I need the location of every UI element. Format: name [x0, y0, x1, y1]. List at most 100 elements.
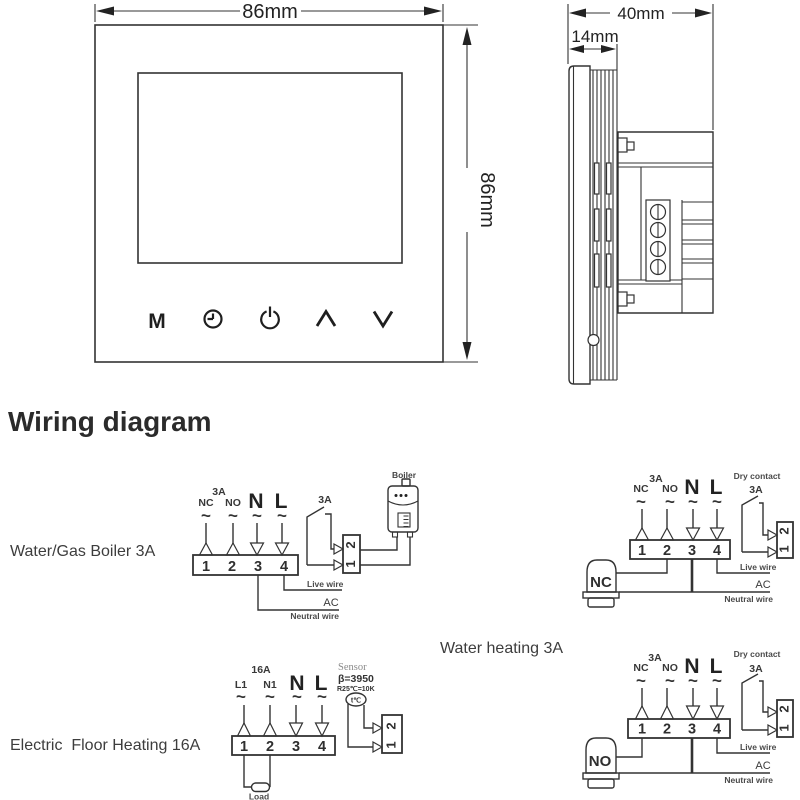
extension-lines [94, 4, 478, 363]
terminal-1: 1 [240, 739, 248, 755]
terminal-1: 1 [638, 543, 646, 559]
sensor-wires [347, 704, 373, 748]
mounting-clip-bottom [617, 291, 635, 307]
connector-pin-1: 1 [343, 560, 358, 567]
valve-label: NO [589, 753, 612, 770]
diagram-boiler: Water/Gas Boiler 3A NC 3A NO N L ~ ~ ~ ~… [10, 470, 419, 621]
arrow-down-icon [462, 342, 472, 360]
terminal-arrow [709, 527, 725, 542]
sensor-probe-icon [345, 692, 367, 707]
thermostat-screen [137, 72, 403, 264]
connector-2pin [342, 534, 361, 574]
terminal-3: 3 [688, 722, 696, 738]
extension-lines [567, 4, 714, 130]
ac-symbol: ~ [636, 492, 646, 511]
connector-arrow [333, 542, 345, 556]
diagram-water-heating-no: NC 3A NO N L ~ ~ ~ ~ 1 2 3 4 Dry contact… [582, 649, 794, 789]
terminal-label-n1: N1 [263, 679, 277, 691]
terminal-label-no: NO [225, 497, 241, 509]
body-profile [617, 131, 714, 314]
live-wire [716, 559, 770, 574]
boiler-icon: Boiler [387, 470, 419, 538]
boiler-wires [360, 537, 411, 566]
terminal-arrow [225, 541, 241, 556]
caption-floor-heating: Electric Floor Heating 16A [10, 737, 201, 754]
terminal-label-l: L [710, 655, 723, 678]
arrow-left-icon [96, 6, 114, 16]
terminal-3: 3 [688, 543, 696, 559]
down-arrow-icon [372, 310, 394, 329]
terminal-arrow [685, 705, 701, 721]
terminal-wires [205, 523, 283, 544]
mode-button: M [148, 310, 166, 333]
connector-pin-1: 1 [383, 741, 398, 748]
connector-pin-2: 2 [383, 722, 398, 729]
terminal-arrow [249, 542, 265, 557]
terminal-label-no: NO [662, 662, 678, 674]
ac-symbol: ~ [688, 671, 698, 690]
sensor-beta-label: β=3950 [338, 673, 374, 685]
terminal-arrow [685, 527, 701, 542]
arrow-left-icon [569, 8, 586, 18]
dry-contact-label: Dry contact [734, 471, 781, 481]
ac-symbol: ~ [317, 687, 327, 706]
connector-arrow [333, 558, 345, 572]
arrow-right-icon [424, 6, 442, 16]
live-wire-label: Live wire [740, 742, 777, 752]
terminal-1: 1 [202, 559, 210, 575]
terminal-4: 4 [280, 559, 288, 575]
terminal-wires [243, 705, 323, 724]
boiler-label: Boiler [392, 470, 417, 480]
connector-arrow [767, 528, 779, 542]
fuse-rating-label: 3A [649, 473, 663, 485]
valve-nc-icon: NC [582, 559, 620, 608]
connector-arrow [767, 723, 779, 737]
live-wire-label: Live wire [740, 562, 777, 572]
connector-2pin [381, 714, 403, 754]
ac-symbol: ~ [636, 671, 646, 690]
sensor-probe-label: t℃ [351, 697, 361, 705]
arrow-right-icon [695, 8, 712, 18]
connector-arrow [767, 705, 779, 719]
front-height-label: 86mm [476, 172, 498, 228]
panel-depth-label: 14mm [571, 27, 618, 46]
neutral-wire-label: Neutral wire [724, 594, 773, 604]
diagram-water-heating-nc: Water heating 3A NC 3A NO N L ~ ~ ~ ~ 1 … [440, 471, 794, 657]
live-wire-label: Live wire [307, 579, 344, 589]
side-depth-label: 40mm [617, 4, 664, 23]
ac-label: AC [323, 597, 338, 609]
ac-symbol: ~ [277, 506, 287, 525]
terminal-label-l1: L1 [235, 679, 247, 691]
ac-symbol: ~ [252, 506, 262, 525]
terminal-block [627, 718, 731, 739]
connector-pin-2: 2 [343, 541, 358, 548]
connector-arrow [372, 721, 384, 735]
valve-wire [616, 559, 668, 574]
terminal-arrow [634, 704, 650, 720]
terminal-block [192, 554, 299, 576]
live-wire [283, 575, 342, 591]
up-arrow-icon [315, 308, 337, 327]
terminal-label-l: L [315, 672, 328, 695]
live-wire [716, 738, 770, 754]
terminal-arrow [274, 542, 290, 557]
wiring-heading: Wiring diagram [8, 406, 212, 437]
clock-icon [203, 309, 223, 329]
terminal-wires [641, 509, 718, 529]
connector-pin-2: 2 [776, 527, 791, 534]
terminal-block [629, 539, 731, 560]
terminal-label-n: N [684, 655, 699, 678]
terminal-arrow [236, 721, 252, 737]
connector-2pin [776, 699, 794, 738]
arrow-left-small-icon [569, 45, 584, 53]
valve-label: NC [590, 574, 612, 591]
power-icon [260, 306, 280, 330]
terminal-2: 2 [663, 722, 671, 738]
terminal-label-n: N [289, 672, 304, 695]
ac-label: AC [755, 760, 770, 772]
ac-symbol: ~ [665, 671, 675, 690]
front-width-label: 86mm [242, 1, 298, 23]
ac-symbol: ~ [201, 506, 211, 525]
terminal-arrow [288, 722, 304, 738]
